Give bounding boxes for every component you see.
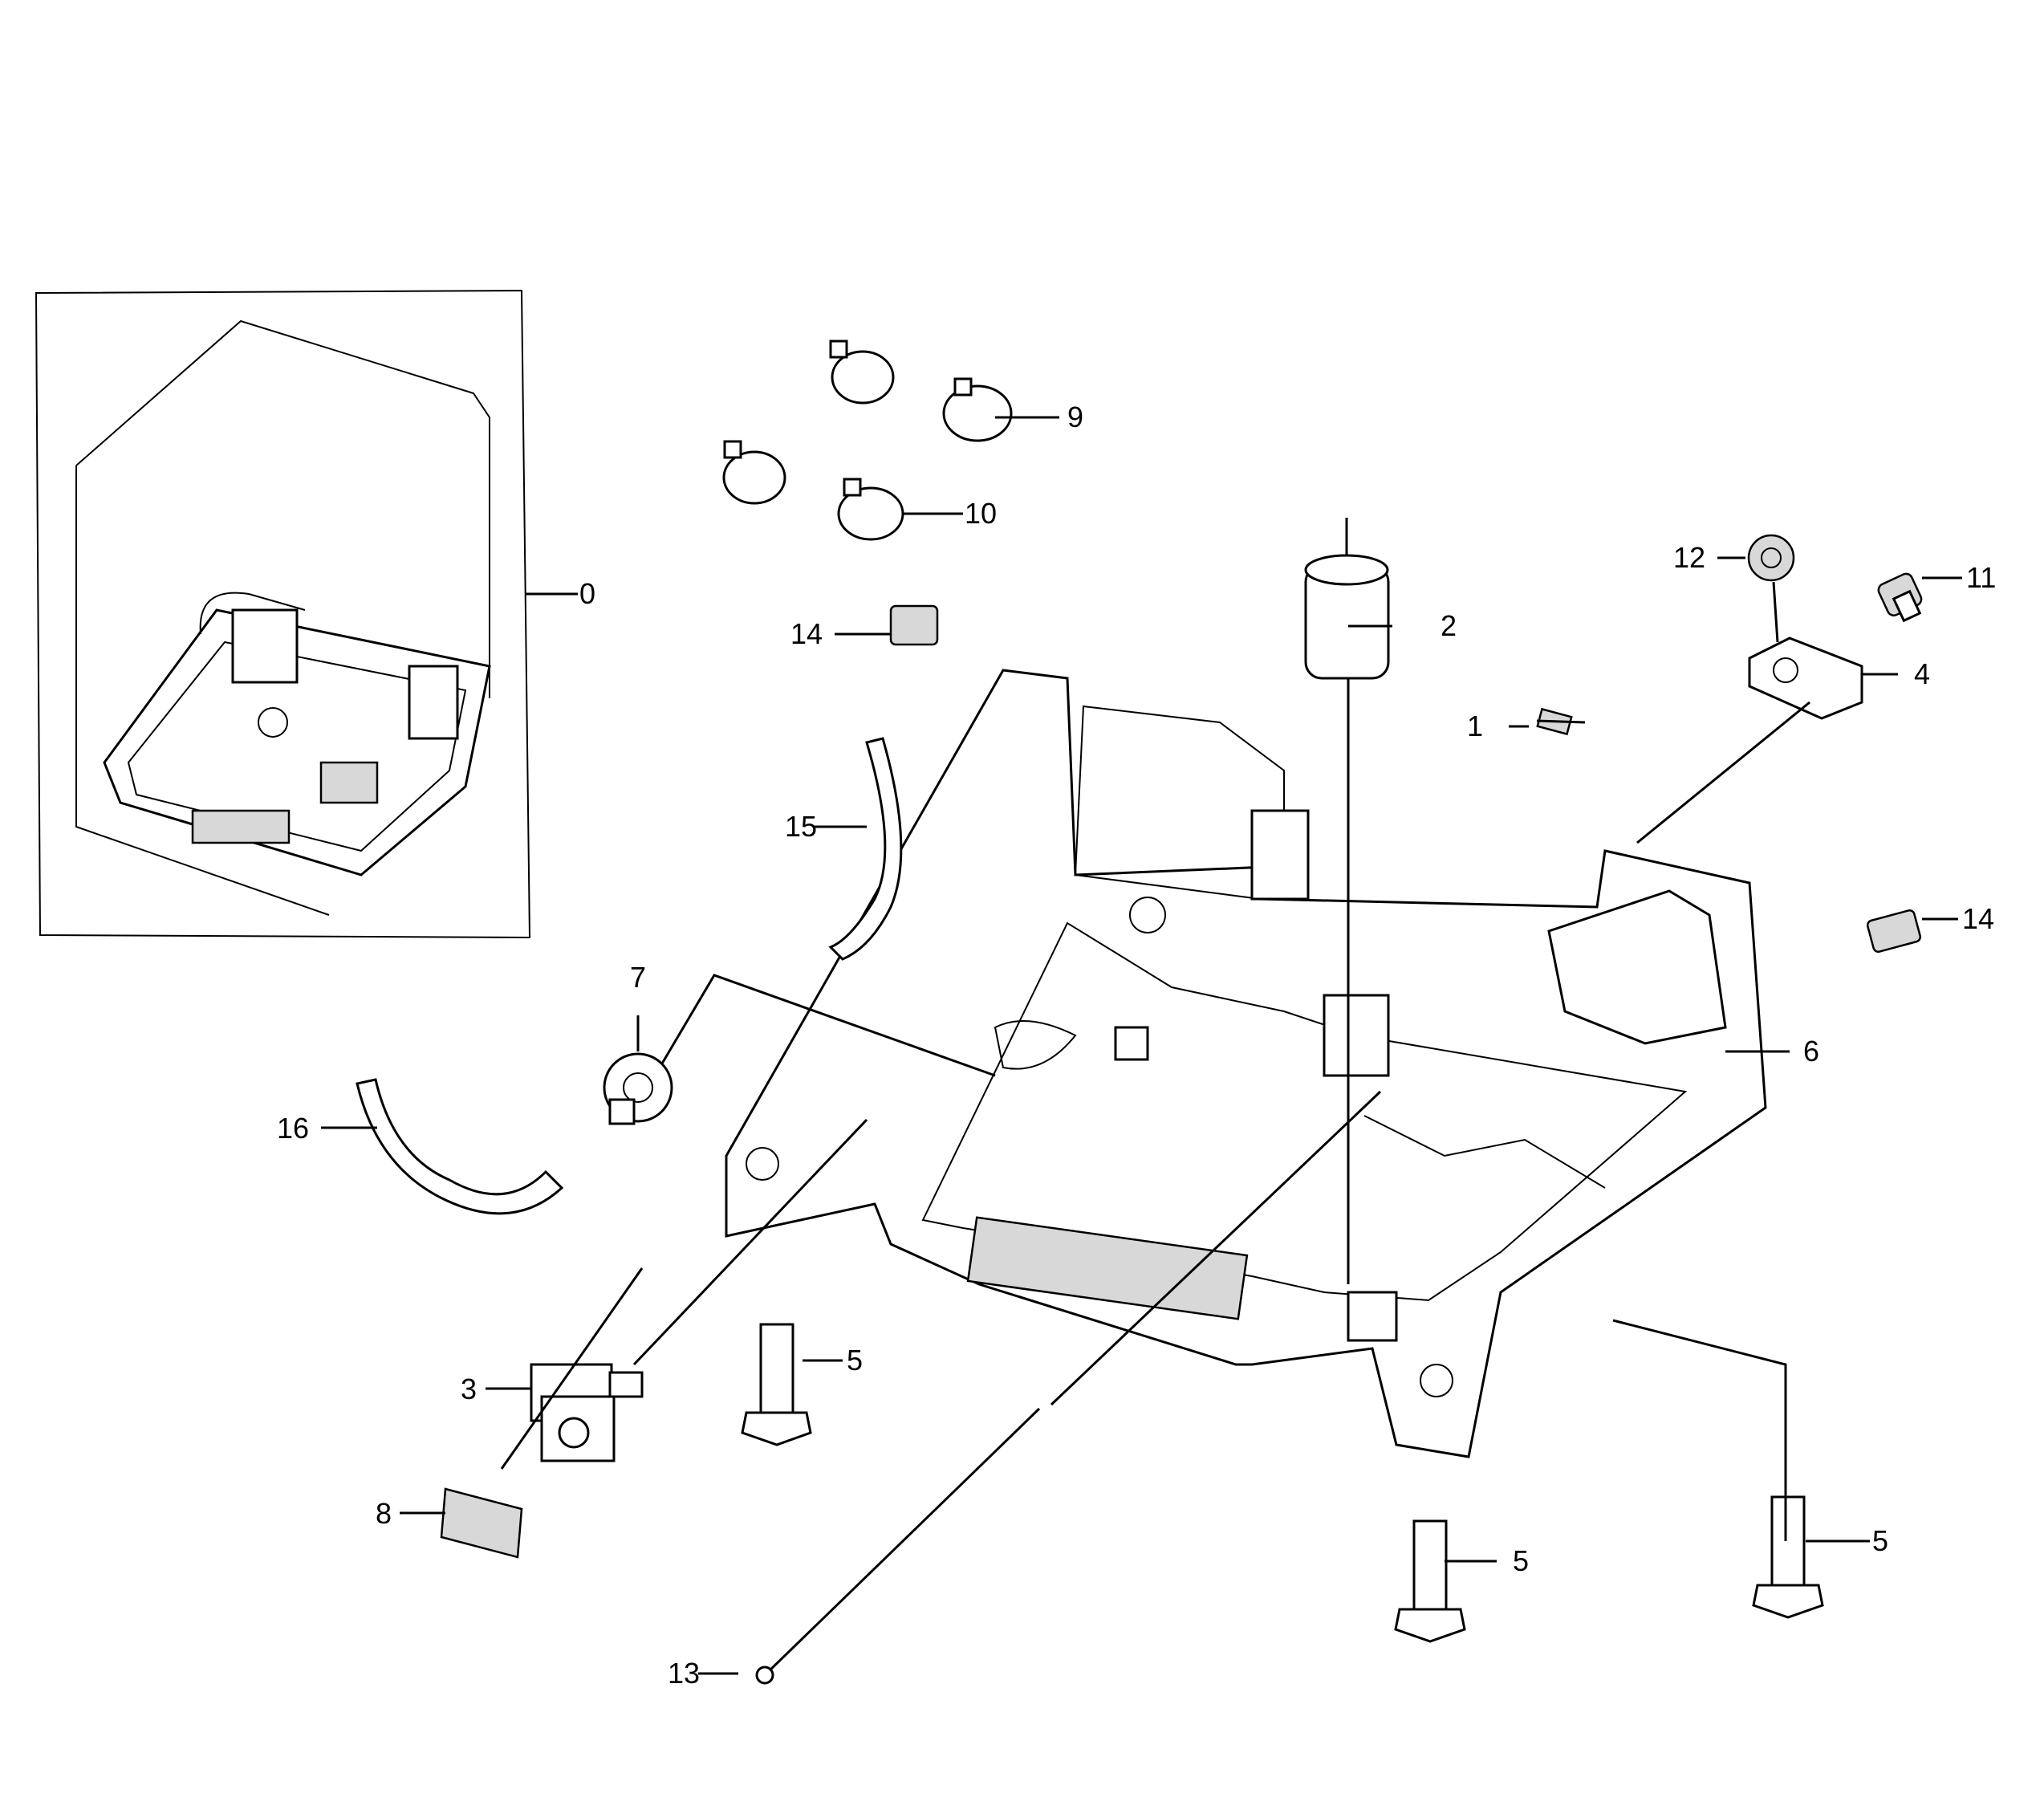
hose-part-15: [828, 737, 903, 961]
callout-5c: 5: [1872, 1524, 1888, 1557]
callout-13: 13: [668, 1657, 700, 1690]
clamp-group-part-9: [829, 340, 1013, 442]
hose-part-16: [356, 1078, 564, 1215]
screw-part-5a: [741, 1323, 812, 1446]
spring-part-11: [1877, 572, 1923, 623]
cylinder-part-2: [1304, 518, 1390, 680]
valve-part-3: [530, 1363, 644, 1462]
clamp-group-part-10: [722, 440, 904, 541]
screw-part-5c: [1752, 1495, 1824, 1619]
callout-16: 16: [277, 1112, 309, 1145]
callout-6: 6: [1803, 1035, 1819, 1068]
leader-lines: [321, 416, 1962, 1675]
gear-part-12: [1747, 534, 1795, 582]
callout-3: 3: [461, 1373, 477, 1405]
callout-11: 11: [1966, 561, 1996, 594]
callout-7: 7: [630, 961, 646, 994]
fitting-part-7: [603, 1052, 673, 1125]
assembly-inset-part-0: [35, 289, 531, 939]
callout-4: 4: [1914, 657, 1930, 690]
callout-labels: 0 1 2 3 4 5 5 5 6 7 8 9 10 11 12 13 14 1…: [277, 401, 1996, 1690]
screw-part-5b: [1394, 1519, 1466, 1643]
callout-2: 2: [1441, 609, 1457, 642]
bracket-part-4: [1748, 637, 1863, 720]
callout-1: 1: [1467, 710, 1483, 742]
plate-part-8: [440, 1487, 523, 1559]
callout-9: 9: [1067, 401, 1083, 433]
clip-part-14b: [1866, 909, 1922, 953]
callout-8: 8: [376, 1497, 392, 1530]
rod-part-13: [755, 1407, 1041, 1685]
callout-12: 12: [1673, 541, 1705, 574]
clip-part-14a: [889, 604, 939, 646]
callout-5b: 5: [1513, 1544, 1529, 1577]
callout-14a: 14: [790, 617, 823, 650]
base-frame-part-6: [725, 669, 1767, 1458]
callout-14b: 14: [1962, 902, 1994, 935]
callout-0: 0: [579, 577, 595, 610]
callout-10: 10: [965, 497, 997, 530]
callout-5a: 5: [847, 1344, 863, 1377]
callout-15: 15: [785, 810, 817, 843]
